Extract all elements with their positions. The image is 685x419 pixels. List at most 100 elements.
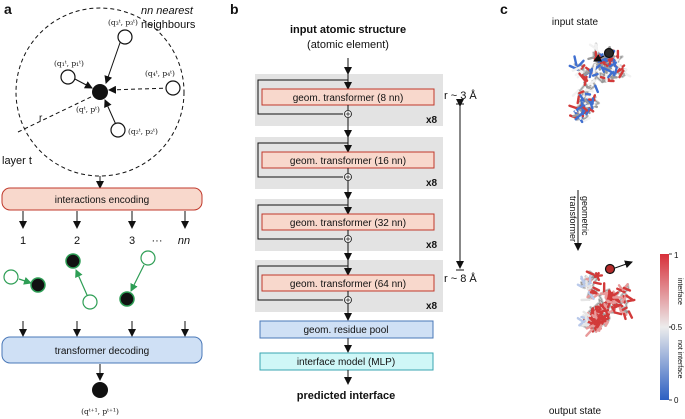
neighbour-node-4 xyxy=(165,80,181,96)
neighbourhood-circle xyxy=(15,7,185,177)
input-structure-title: input atomic structure xyxy=(290,24,406,36)
side-chain xyxy=(594,43,599,53)
colorbar-lower-label: not interface xyxy=(676,340,683,379)
side-chain xyxy=(625,294,635,302)
side-chain xyxy=(591,289,598,294)
side-chain xyxy=(585,88,594,93)
transformer-block: geom. transformer (8 nn)x8 xyxy=(255,74,443,138)
side-chain xyxy=(593,64,601,71)
edge-q3 xyxy=(104,36,123,84)
side-chain xyxy=(581,73,589,82)
side-chain xyxy=(585,328,594,337)
colorbar-mid: 0.5 xyxy=(671,323,683,332)
colorbar-max: 1 xyxy=(674,251,679,260)
transform-label-line2: transformer xyxy=(568,196,578,242)
q3-label: (q₃ᵗ, p₃ᵗ) xyxy=(108,18,138,27)
side-chain xyxy=(587,79,596,87)
interface-model-label: interface model (MLP) xyxy=(297,357,395,368)
side-chain xyxy=(582,310,592,318)
panel-b-label: b xyxy=(230,1,239,17)
side-chain xyxy=(584,319,589,326)
side-chain xyxy=(607,71,614,79)
side-chain xyxy=(592,286,601,292)
nn-title-line1: nn nearest xyxy=(141,5,194,17)
transformer-decoding-box xyxy=(1,336,203,364)
neighbour-node-2 xyxy=(110,122,126,138)
transformer-decoding-label: transformer decoding xyxy=(55,346,150,357)
side-chain xyxy=(589,308,594,320)
side-chain xyxy=(568,104,578,110)
interface-model-box xyxy=(259,352,434,371)
side-chain xyxy=(614,66,618,75)
panel-c-label: c xyxy=(500,1,508,17)
residual-path xyxy=(257,260,349,301)
radius-bottom-label: r ~ 8 Å xyxy=(444,272,477,285)
edge-q1 xyxy=(72,77,93,89)
side-chain xyxy=(616,287,626,294)
colorbar-min: 0 xyxy=(674,396,679,405)
protein-input-structure xyxy=(568,42,632,124)
side-chain xyxy=(581,116,591,123)
side-chain xyxy=(614,298,621,304)
interaction-pairs xyxy=(3,250,156,310)
side-chain xyxy=(571,89,580,97)
side-chain xyxy=(622,286,632,292)
highlighted-residue-output xyxy=(604,263,616,275)
side-chain xyxy=(572,113,580,118)
side-chain xyxy=(609,61,617,68)
repeat-multiplier: x8 xyxy=(426,178,438,189)
central-node xyxy=(92,84,108,100)
side-chain xyxy=(601,66,612,73)
side-chain xyxy=(596,320,603,329)
geom-transformer-label: geom. transformer (16 nn) xyxy=(290,156,406,167)
transformer-block: geom. transformer (64 nn) x8 xyxy=(255,260,443,321)
side-chain xyxy=(576,317,585,323)
side-chain xyxy=(618,304,623,313)
side-chain xyxy=(589,100,594,110)
geom-transformer-label: geom. transformer (64 nn) xyxy=(290,279,406,290)
side-chain xyxy=(591,72,599,77)
side-chain xyxy=(571,66,582,72)
radius-label: r xyxy=(39,113,43,124)
residue-arrow-output xyxy=(614,260,633,269)
side-chain xyxy=(608,289,613,298)
transform-label-line1: geometric xyxy=(580,196,590,236)
colorbar xyxy=(660,254,669,400)
repeat-multiplier: x8 xyxy=(426,301,438,312)
side-chain xyxy=(575,104,585,111)
nn-title-line2: neighbours xyxy=(141,19,196,31)
index-2: 2 xyxy=(74,235,80,247)
side-chain xyxy=(584,92,592,96)
side-chain xyxy=(596,309,604,315)
residue-arrow-input xyxy=(593,54,605,62)
side-chain xyxy=(579,93,585,102)
repeat-multiplier: x8 xyxy=(426,240,438,251)
side-chain xyxy=(586,285,593,291)
side-chain xyxy=(582,106,589,112)
side-chain xyxy=(602,62,609,68)
repeat-multiplier: x8 xyxy=(426,115,438,126)
side-chain xyxy=(618,69,625,79)
side-chain xyxy=(599,303,607,311)
side-chain xyxy=(607,292,612,301)
side-chain xyxy=(593,281,602,286)
highlighted-residue-input xyxy=(603,47,615,59)
side-chain xyxy=(604,291,609,299)
side-chain xyxy=(576,59,585,69)
side-chain xyxy=(580,64,586,70)
side-chain xyxy=(591,97,595,106)
index-dots: ··· xyxy=(152,235,163,247)
residue-pool-box xyxy=(259,320,434,339)
side-chain xyxy=(598,323,602,332)
index-1: 1 xyxy=(20,235,26,247)
q-next-label: (qᵗ⁺¹, pᵗ⁺¹) xyxy=(81,407,119,416)
neighbour-node-1 xyxy=(60,69,76,85)
side-chain xyxy=(587,291,595,300)
side-chain xyxy=(576,283,583,288)
decoding-input-arrows xyxy=(19,321,189,337)
radius-line xyxy=(17,95,94,133)
protein-output-structure xyxy=(576,270,636,337)
q2-label: (q₂ᵗ, p₂ᵗ) xyxy=(128,127,158,136)
layer-label: layer t xyxy=(2,155,32,167)
